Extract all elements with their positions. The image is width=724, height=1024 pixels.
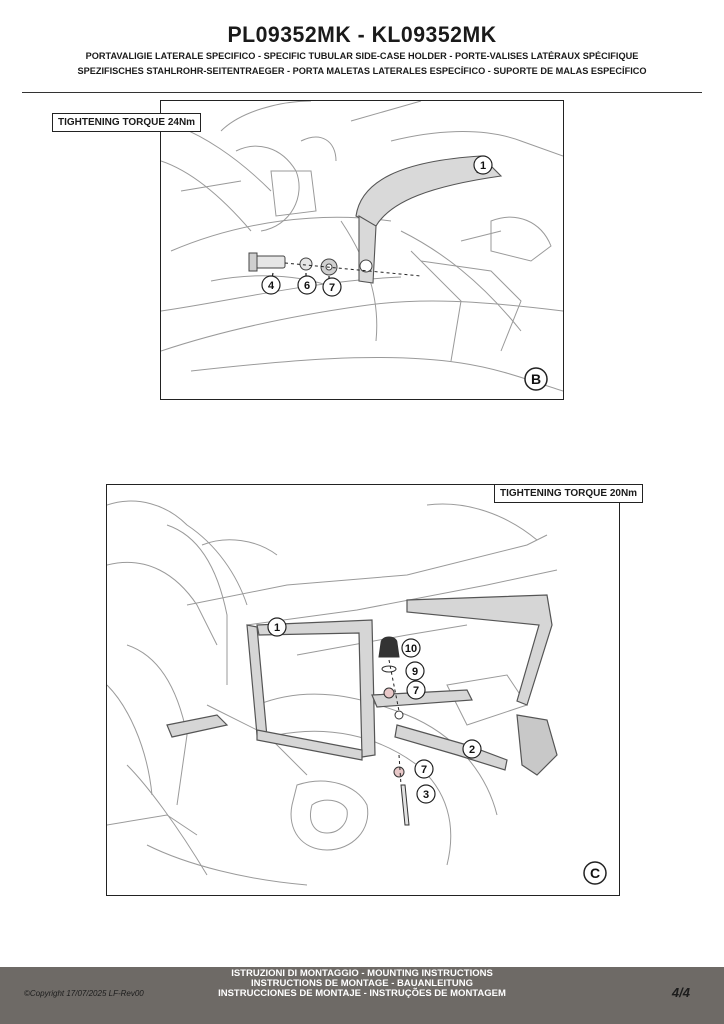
- header-divider: [22, 92, 702, 93]
- callout-c-7a: 7: [413, 685, 419, 697]
- page-current: 4: [671, 985, 680, 1000]
- footer-line-2: INSTRUCTIONS DE MONTAGE - BAUANLEITUNG: [250, 978, 473, 989]
- footer-line-1: ISTRUZIONI DI MONTAGGIO - MOUNTING INSTR…: [231, 968, 493, 979]
- footer-bar: ISTRUZIONI DI MONTAGGIO - MOUNTING INSTR…: [0, 967, 724, 1024]
- copyright-text: ©Copyright 17/07/2025 LF-Rev00: [24, 989, 144, 998]
- callout-b-4: 4: [268, 280, 275, 292]
- figure-c-panel: 1 10 9 7 2 7 3 C: [106, 484, 620, 896]
- subtitle-line-1: PORTAVALIGIE LATERALE SPECIFICO - SPECIF…: [85, 51, 639, 62]
- callout-c-1: 1: [274, 622, 280, 634]
- document-title: PL09352MK - KL09352MK: [227, 22, 497, 47]
- figure-b-illustration: 1 4 6 7 B: [161, 101, 563, 392]
- page-number: 4/4: [671, 985, 690, 1000]
- callout-c-10: 10: [405, 643, 417, 655]
- subtitle-line-2: SPEZIFISCHES STAHLROHR-SEITENTRAEGER - P…: [77, 66, 647, 77]
- figure-b-panel: 1 4 6 7 B: [160, 100, 564, 400]
- callout-b-6: 6: [304, 280, 310, 292]
- callout-b-1: 1: [480, 160, 486, 172]
- callout-c-3: 3: [423, 789, 429, 801]
- figure-c-illustration: 1 10 9 7 2 7 3 C: [107, 500, 607, 886]
- callout-c-9: 9: [412, 666, 418, 678]
- section-letter-b: B: [531, 371, 541, 387]
- callout-c-2: 2: [469, 744, 475, 756]
- torque-label-b: TIGHTENING TORQUE 24Nm: [52, 113, 202, 132]
- callout-b-7: 7: [329, 282, 335, 294]
- callout-c-7b: 7: [421, 764, 427, 776]
- section-letter-c: C: [590, 865, 600, 881]
- footer-instructions: ISTRUZIONI DI MONTAGGIO - MOUNTING INSTR…: [0, 969, 724, 999]
- footer-line-3: INSTRUCCIONES DE MONTAJE - INSTRUÇÕES DE…: [218, 988, 506, 999]
- torque-label-c: TIGHTENING TORQUE 20Nm: [494, 484, 644, 503]
- page-total: 4: [682, 985, 690, 1000]
